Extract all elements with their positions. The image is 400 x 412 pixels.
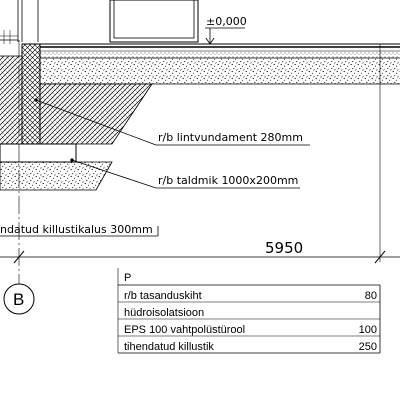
callout-foundation-wall: r/b lintvundament 280mm <box>158 131 303 144</box>
table-row-label: EPS 100 vahtpolüstürool <box>124 324 245 336</box>
table-row-label: tihendatud killustik <box>124 341 214 353</box>
grid-axis-label: B <box>13 290 24 309</box>
leader-footing: r/b taldmik 1000x200mm <box>70 158 300 189</box>
table-row-label: r/b tasanduskiht <box>124 290 202 302</box>
foundation-wall <box>21 43 41 145</box>
floor-table: P r/b tasanduskiht 80 hüdroisolatsioon E… <box>117 268 381 354</box>
callout-gravel-bed: ndatud killustikalus 300mm <box>0 223 153 236</box>
table-row-value: 250 <box>359 341 377 353</box>
table-row-label: hüdroisolatsioon <box>124 307 204 319</box>
table-title: P <box>124 272 131 284</box>
table-row-value: 80 <box>365 290 377 302</box>
dimension-value: 5950 <box>265 239 303 257</box>
callout-footing: r/b taldmik 1000x200mm <box>158 174 298 187</box>
floor-slab <box>22 43 400 85</box>
grid-axis: B <box>3 40 35 315</box>
leader-foundation: r/b lintvundament 280mm <box>34 98 310 146</box>
leader-gravel: ndatud killustikalus 300mm <box>0 223 159 237</box>
table-row-value: 100 <box>359 324 377 336</box>
elevation-marker: ±0,000 <box>205 15 247 45</box>
gravel-bed <box>0 161 113 191</box>
railing <box>0 30 18 44</box>
footing <box>0 143 77 163</box>
window-frame <box>17 0 199 43</box>
elevation-label: ±0,000 <box>206 15 247 28</box>
dimension-line: 5950 <box>0 84 400 264</box>
soil-fill <box>0 55 153 145</box>
